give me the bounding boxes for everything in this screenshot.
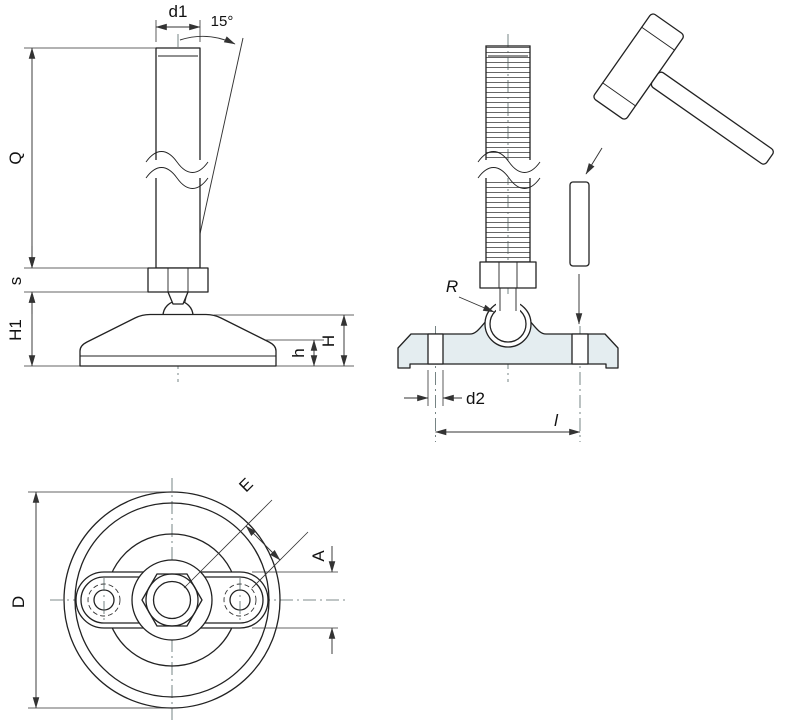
- base-section-side: [397, 288, 619, 369]
- bottom-view: D E A: [9, 474, 345, 720]
- dim-H1: H1: [6, 291, 36, 367]
- dim-l: l: [434, 411, 581, 436]
- dim-label-D: D: [9, 596, 28, 608]
- hammer: [593, 13, 774, 165]
- front-view: d1 15° Q s H1: [6, 2, 354, 382]
- break-symbol-side: [477, 151, 541, 189]
- stud-hole: [152, 580, 192, 620]
- dim-label-s: s: [6, 277, 25, 286]
- dim-label-Q: Q: [6, 151, 25, 164]
- dim-label-H: H: [319, 335, 338, 347]
- dim-H: H: [319, 314, 348, 367]
- dim-E: E: [183, 474, 309, 589]
- nut-side: [479, 261, 537, 289]
- mount-hole-right: [571, 333, 589, 365]
- threaded-stud-side: [485, 45, 531, 263]
- dim-label-E: E: [235, 474, 256, 495]
- mount-hole-left: [427, 333, 444, 365]
- dim-Q: Q: [6, 47, 36, 269]
- dim-label-l: l: [554, 411, 559, 430]
- hammer-arrow: [585, 147, 603, 175]
- dim-R: R: [446, 277, 495, 313]
- dim-A: A: [252, 546, 338, 654]
- dim-d1: d1: [155, 2, 201, 42]
- dim-label-H1: H1: [6, 319, 25, 341]
- drive-pin: [569, 181, 590, 267]
- stud-front: [155, 47, 201, 269]
- nut-front: [147, 267, 209, 293]
- base-front: [79, 313, 277, 367]
- dim-s: s: [6, 246, 36, 314]
- dim-label-R: R: [446, 277, 458, 296]
- dim-label-A: A: [309, 550, 328, 562]
- bolt-hole-right: [223, 578, 257, 622]
- base-rim-circle: [74, 502, 270, 698]
- base-outer-circle: [63, 491, 281, 709]
- hammer-handle: [650, 71, 774, 165]
- dim-d2: d2: [404, 370, 485, 408]
- break-symbol-front: [145, 151, 209, 189]
- neck-front: [167, 291, 189, 305]
- dim-D: D: [9, 491, 170, 709]
- hex-socket: [141, 573, 203, 627]
- dim-label-h: h: [289, 348, 308, 357]
- side-view: R d2 l: [397, 13, 774, 442]
- dim-label-d2: d2: [466, 389, 485, 408]
- dim-angle-15: 15°: [179, 13, 236, 45]
- dim-label-d1: d1: [169, 2, 188, 21]
- dim-h: h: [289, 339, 318, 367]
- dim-label-angle: 15°: [211, 13, 234, 30]
- bolt-hole-left: [87, 578, 121, 622]
